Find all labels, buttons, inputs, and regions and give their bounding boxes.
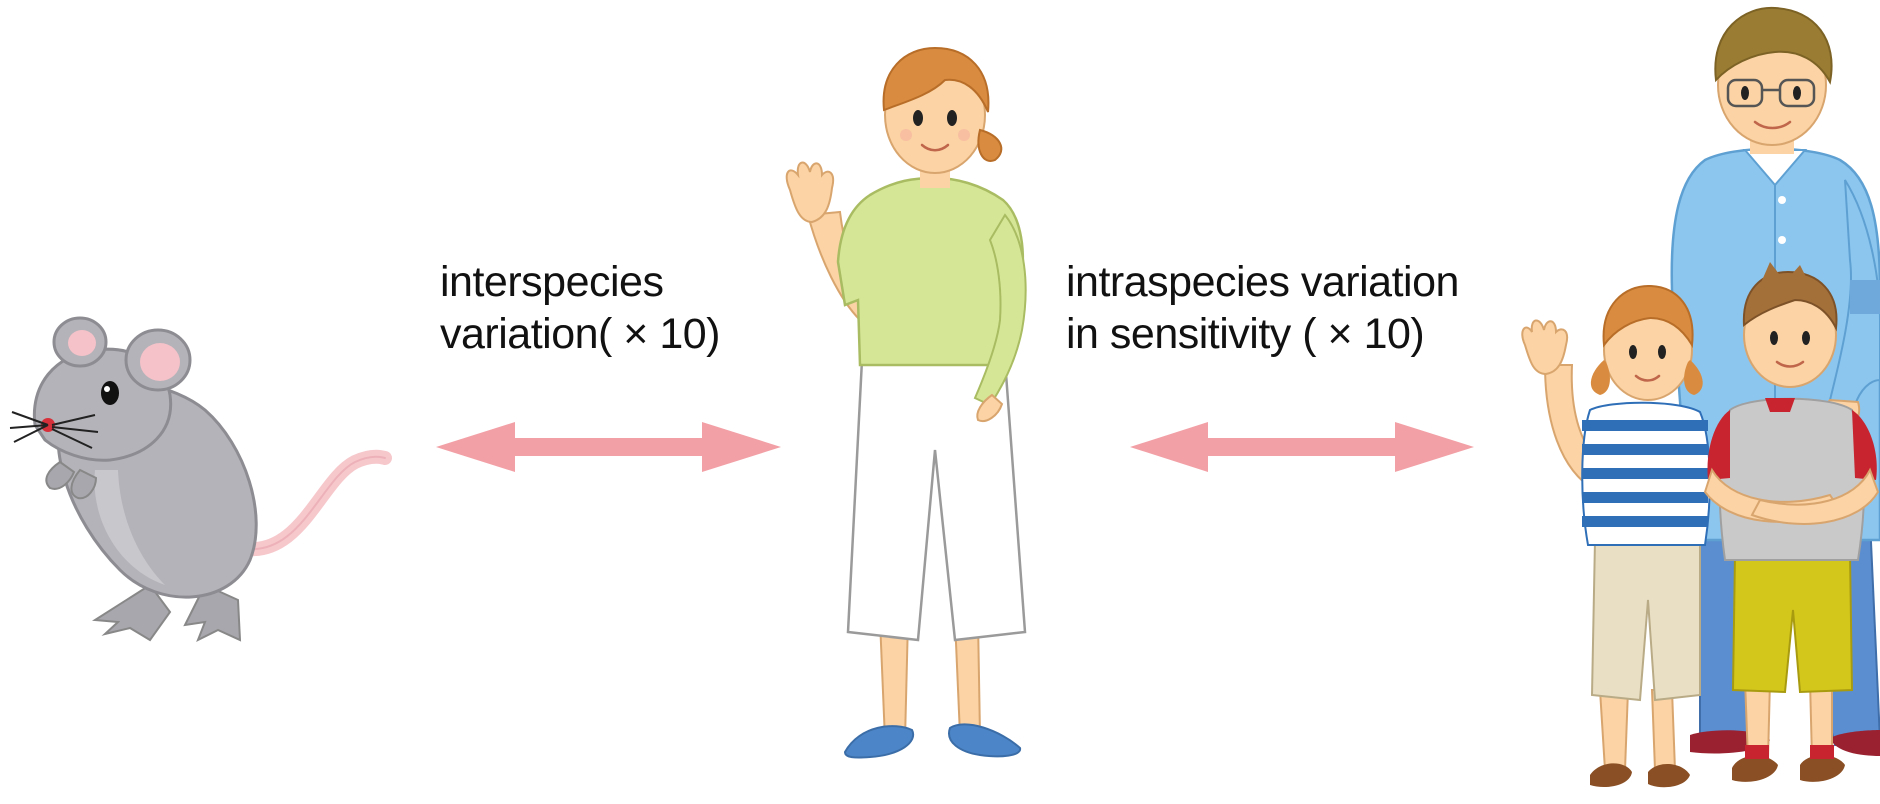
mouse-figure xyxy=(9,316,392,643)
intraspecies-label: intraspecies variation in sensitivity ( … xyxy=(1066,256,1459,360)
interspecies-label-line2: variation( × 10) xyxy=(440,310,721,358)
intraspecies-label-line2: in sensitivity ( × 10) xyxy=(1066,310,1425,358)
interspecies-arrow xyxy=(436,422,781,472)
woman-figure xyxy=(785,46,1027,759)
interspecies-label: interspecies variation( × 10) xyxy=(440,256,721,360)
interspecies-label-line1: interspecies xyxy=(440,258,664,306)
intraspecies-label-line1: intraspecies variation xyxy=(1066,258,1459,306)
family-figure xyxy=(1521,6,1880,788)
intraspecies-arrow xyxy=(1130,422,1474,472)
